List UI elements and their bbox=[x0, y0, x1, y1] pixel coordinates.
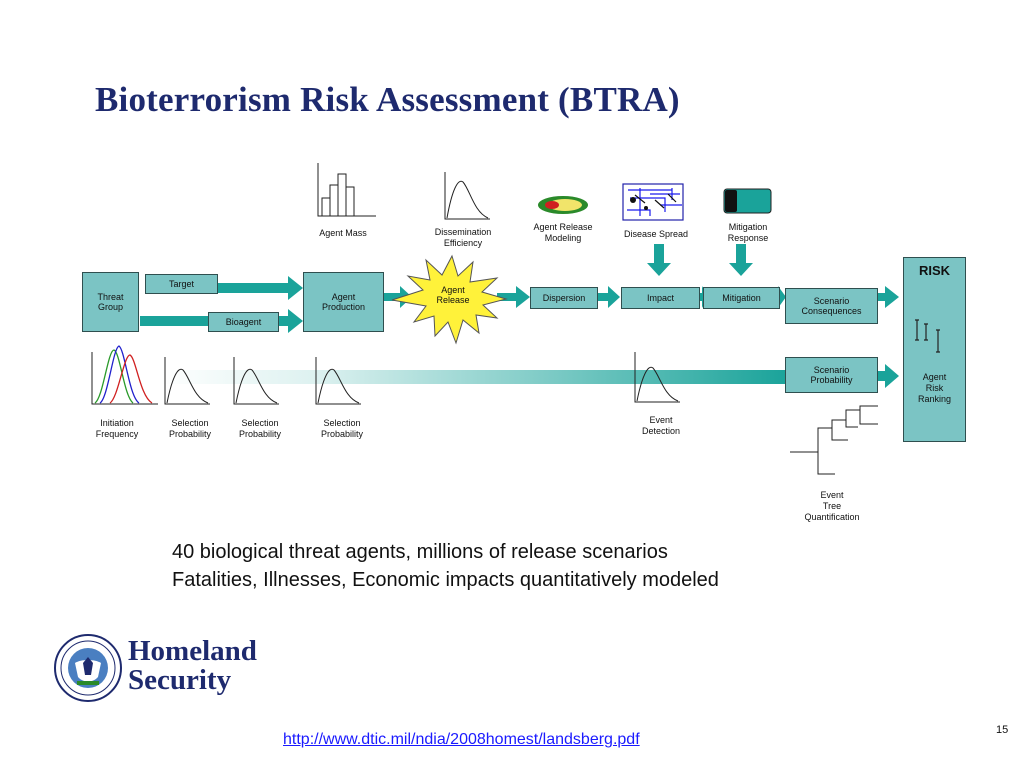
bullet-line-1: 40 biological threat agents, millions of… bbox=[172, 541, 668, 563]
risk-panel: RISK Agent Risk Ranking bbox=[903, 257, 966, 442]
source-link[interactable]: http://www.dtic.mil/ndia/2008homest/land… bbox=[283, 731, 640, 748]
arrow-probability-band bbox=[160, 370, 788, 384]
impact-box: Impact bbox=[621, 287, 700, 309]
caption-selection-probability-2: Selection Probability bbox=[238, 418, 282, 439]
disease-spread-network-icon bbox=[622, 183, 684, 221]
arrow-dispersion-impact bbox=[598, 286, 620, 308]
arrow-response-mitigation bbox=[729, 244, 753, 276]
bioagent-box: Bioagent bbox=[208, 312, 279, 332]
logo-line-1: Homeland bbox=[128, 635, 257, 667]
agent-release-burst bbox=[391, 254, 508, 345]
caption-agent-release-modeling: Agent Release Modeling bbox=[533, 222, 593, 243]
mitigation-response-icon bbox=[723, 188, 772, 214]
caption-disease-spread: Disease Spread bbox=[623, 229, 689, 239]
arrow-release-dispersion bbox=[497, 286, 530, 308]
agent-release-label: Agent Release bbox=[436, 285, 470, 306]
flow-arrows bbox=[140, 244, 899, 388]
caption-mitigation-response: Mitigation Response bbox=[727, 222, 769, 243]
initiation-frequency-curves-icon bbox=[91, 345, 158, 405]
risk-ranking-label: Agent Risk Ranking bbox=[917, 372, 952, 404]
arrow-disease-impact bbox=[647, 244, 671, 276]
arrow-mitigation-consequences bbox=[778, 286, 786, 308]
target-box: Target bbox=[145, 274, 218, 294]
dissemination-curve-icon bbox=[444, 172, 490, 220]
release-plume-icon bbox=[538, 196, 588, 214]
risk-title: RISK bbox=[918, 263, 951, 278]
caption-selection-probability-3: Selection Probability bbox=[320, 418, 364, 439]
caption-agent-mass: Agent Mass bbox=[319, 228, 367, 238]
scenario-probability-box: Scenario Probability bbox=[785, 357, 878, 393]
mitigation-box: Mitigation bbox=[703, 287, 780, 309]
page-number: 15 bbox=[996, 724, 1009, 736]
caption-initiation-frequency: Initiation Frequency bbox=[95, 418, 139, 439]
slide-title: Bioterrorism Risk Assessment (BTRA) bbox=[95, 80, 680, 119]
arrow-consequences-risk bbox=[878, 286, 899, 308]
arrow-probability-risk bbox=[878, 364, 899, 388]
risk-bars-icon bbox=[915, 319, 940, 353]
scenario-consequences-box: Scenario Consequences bbox=[785, 288, 878, 324]
caption-event-tree-quantification: Event Tree Quantification bbox=[804, 490, 860, 522]
agent-mass-histogram-icon bbox=[317, 163, 376, 217]
event-tree-icon bbox=[790, 405, 878, 475]
threat-group-box: Threat Group bbox=[82, 272, 139, 332]
dhs-wordmark: Homeland Security bbox=[128, 637, 257, 695]
caption-event-detection: Event Detection bbox=[641, 415, 681, 436]
caption-dissemination-efficiency: Dissemination Efficiency bbox=[434, 227, 492, 248]
arrow-target bbox=[198, 276, 303, 300]
bullet-line-2: Fatalities, Illnesses, Economic impacts … bbox=[172, 569, 719, 591]
dispersion-box: Dispersion bbox=[530, 287, 598, 309]
logo-line-2: Security bbox=[128, 664, 232, 696]
summary-text: 40 biological threat agents, millions of… bbox=[172, 538, 719, 594]
selection-probability-curves-icon bbox=[164, 352, 680, 405]
agent-production-box: Agent Production bbox=[303, 272, 384, 332]
caption-selection-probability-1: Selection Probability bbox=[168, 418, 212, 439]
dhs-seal-logo bbox=[54, 634, 122, 702]
